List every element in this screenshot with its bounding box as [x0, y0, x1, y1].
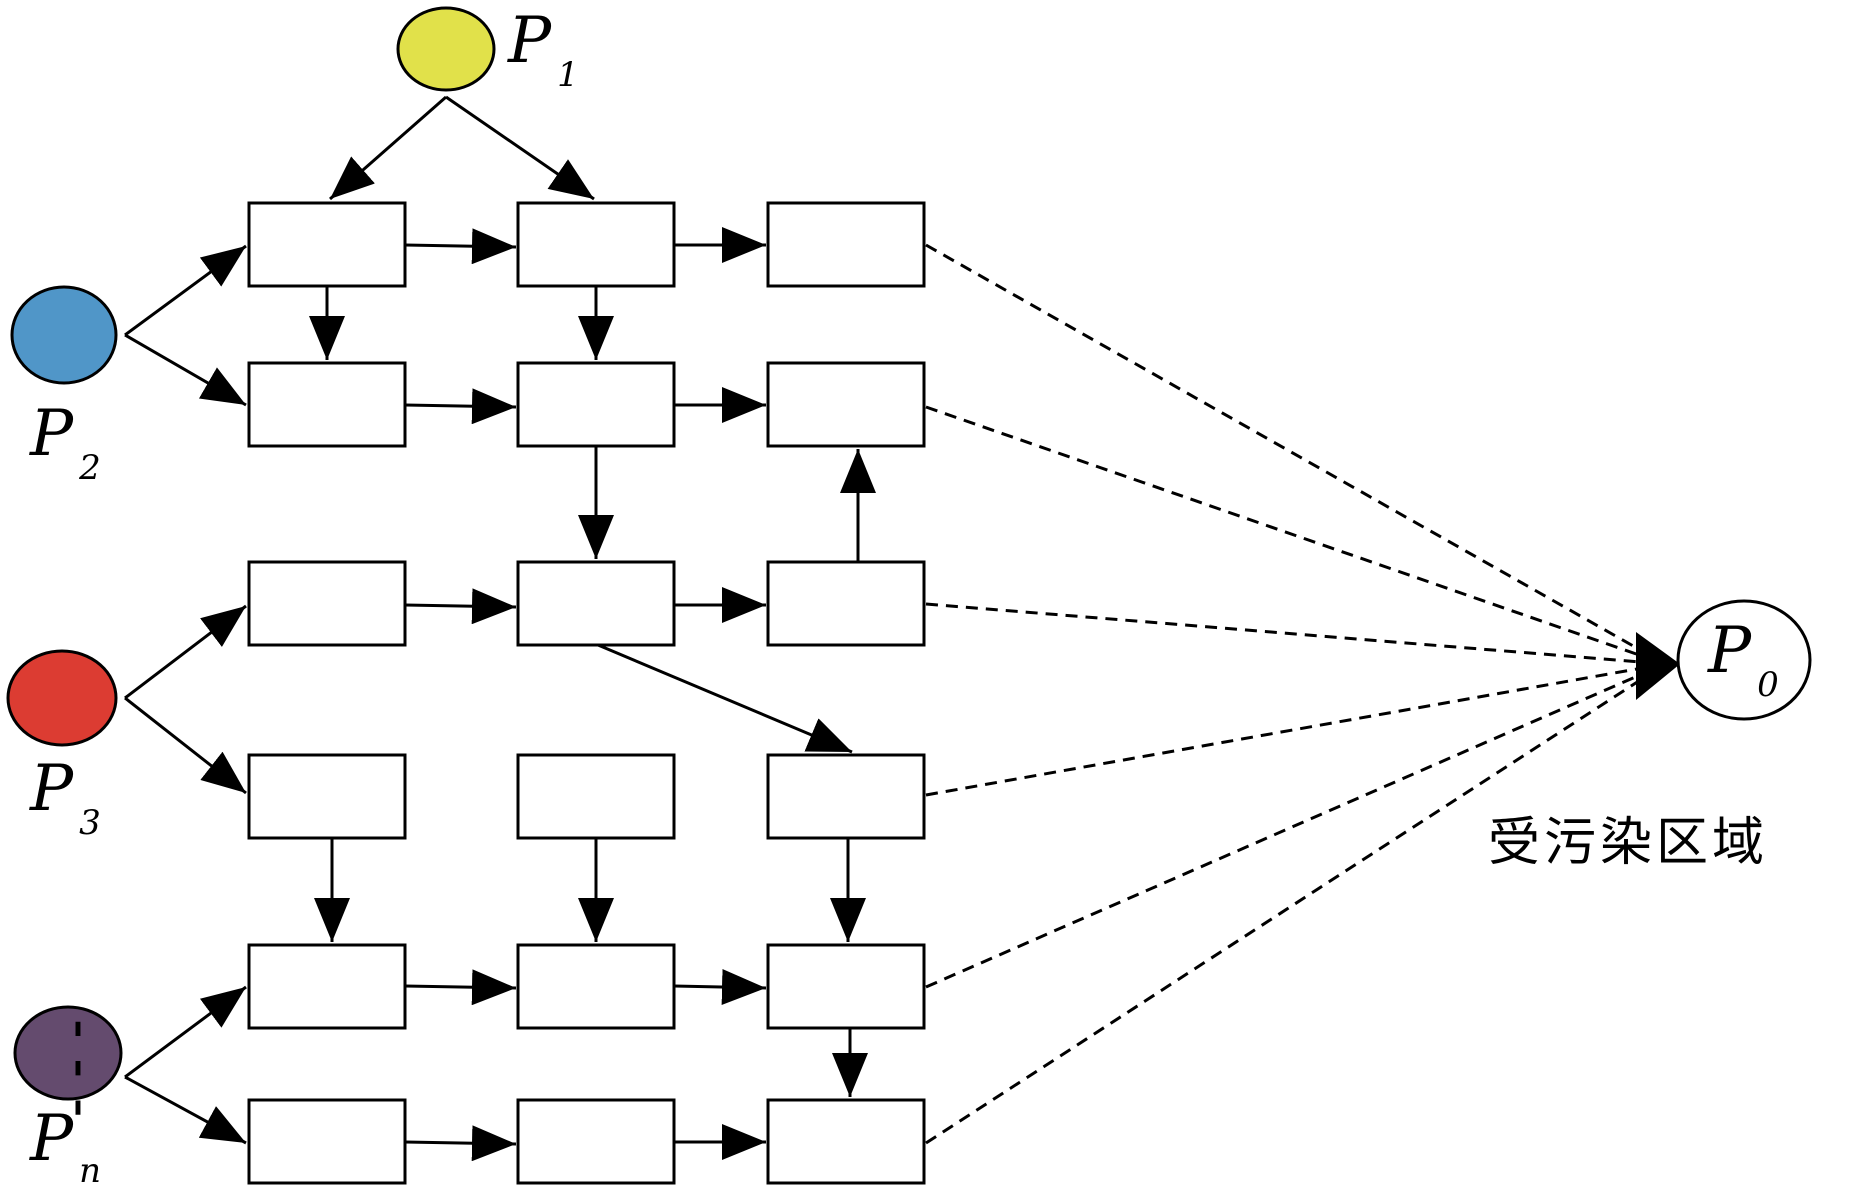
- flow-arrow: [404, 388, 517, 425]
- node-box: [247, 1098, 407, 1185]
- node-box: [247, 560, 407, 647]
- flow-arrows: [124, 95, 876, 1162]
- node-box: [247, 943, 407, 1030]
- vertical-ellipsis: ⋮: [54, 997, 102, 1131]
- dashed-link: [925, 662, 1666, 989]
- flow-arrow: [329, 95, 447, 201]
- node-box: [516, 201, 676, 288]
- dashed-link: [925, 243, 1666, 666]
- node-box: [766, 201, 926, 288]
- source-nodes: [6, 6, 496, 1101]
- target-arrowhead: [1636, 632, 1680, 700]
- flow-arrow: [673, 969, 767, 1006]
- node-box: [766, 1098, 926, 1185]
- flow-arrow: [445, 95, 595, 201]
- source-node-pn: [13, 1005, 123, 1101]
- target-node-p0: [1676, 599, 1812, 721]
- dashed-links: [925, 243, 1666, 1145]
- flow-arrow: [597, 643, 853, 754]
- flow-arrow: [124, 333, 247, 407]
- node-box: [516, 943, 676, 1030]
- region-label: 受污染区域: [1488, 813, 1768, 873]
- source-node-p1: [396, 6, 496, 92]
- node-box: [766, 753, 926, 840]
- node-box: [247, 201, 407, 288]
- flow-arrow: [404, 588, 517, 625]
- flow-arrow: [124, 244, 247, 337]
- dashed-link: [925, 662, 1666, 797]
- dashed-link: [925, 602, 1666, 666]
- source-node-p3: [6, 649, 118, 747]
- flow-arrow: [124, 1075, 247, 1145]
- node-box: [766, 943, 926, 1030]
- node-box: [247, 753, 407, 840]
- node-box: [516, 753, 676, 840]
- flow-arrow: [124, 985, 247, 1079]
- flow-arrow: [124, 696, 247, 795]
- node-box: [247, 361, 407, 448]
- source-node-p2: [10, 285, 118, 385]
- flow-arrow: [404, 1125, 517, 1162]
- node-box: [516, 1098, 676, 1185]
- dashed-link: [925, 405, 1666, 666]
- dashed-link: [925, 662, 1666, 1145]
- node-box: [766, 560, 926, 647]
- node-box: [766, 361, 926, 448]
- node-box: [516, 560, 676, 647]
- flow-arrow: [404, 969, 517, 1006]
- flow-arrow: [404, 228, 517, 265]
- flow-arrow: [124, 604, 247, 700]
- boxes: [247, 201, 926, 1185]
- node-box: [516, 361, 676, 448]
